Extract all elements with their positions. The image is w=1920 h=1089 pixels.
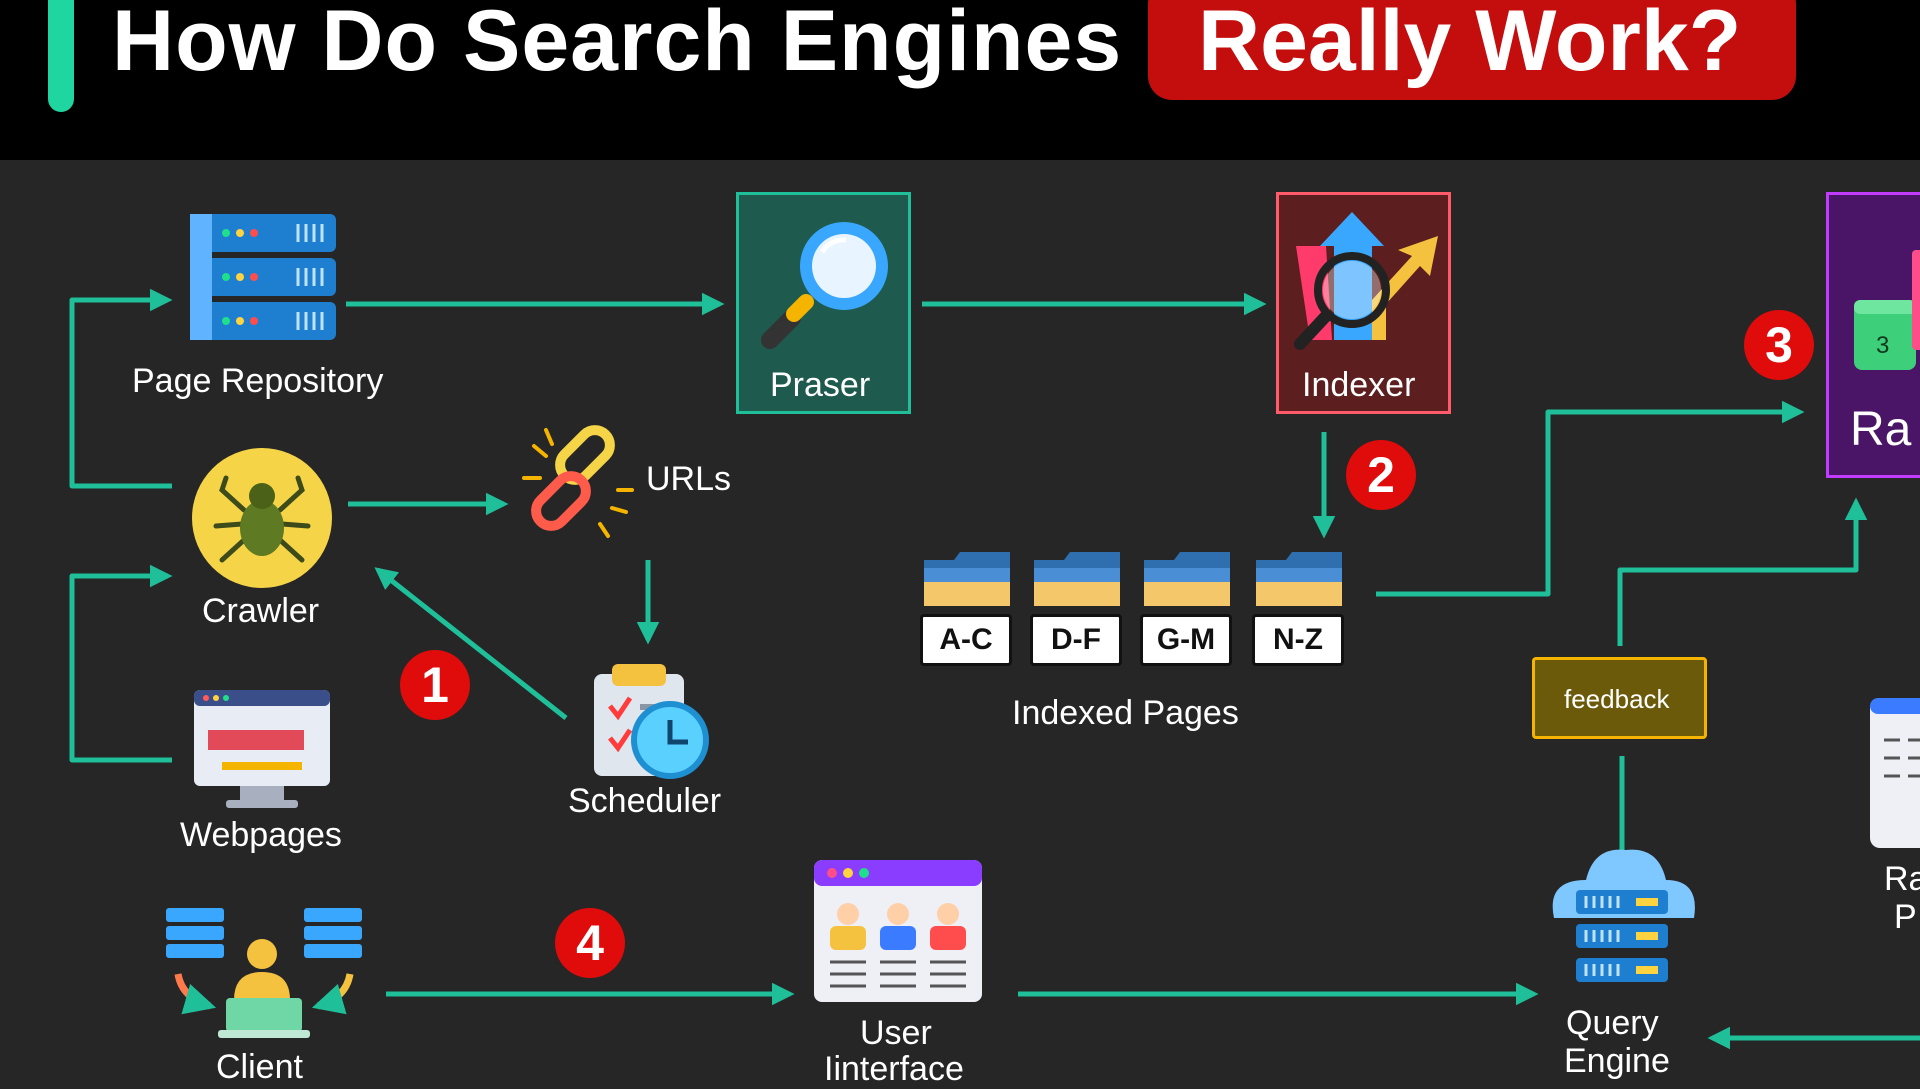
step-badge-2: 2 [1346,440,1416,510]
index-tab-g-m: G-M [1140,614,1232,666]
document-icon [1870,698,1920,848]
page-title: How Do Search Engines [112,0,1123,89]
arrow-crawler-to-repo [69,288,173,489]
index-tab-d-f: D-F [1030,614,1122,666]
urls-label: URLs [646,460,732,498]
query-engine-label-line2: Engine [1564,1042,1670,1080]
folder-icons [924,552,1342,606]
indexer-arrows-icon [1294,212,1438,350]
parser-label: Praser [770,366,871,404]
ranking-label-partial: Ra [1850,403,1912,456]
index-tab-a-c: A-C [920,614,1012,666]
step-badge-1: 1 [400,650,470,720]
title-accent-bar [48,0,74,112]
indexed-pages-label: Indexed Pages [1012,694,1239,732]
link-icon [522,425,634,538]
ranked-pages-label-partial-2: P [1894,898,1917,936]
arrow-scheduler-to-crawler [374,567,568,720]
user-interface-label-line1: User [860,1014,932,1052]
page-title-highlight: Really Work? [1198,0,1742,89]
crawler-label: Crawler [202,592,320,630]
ranking-icon-number: 3 [1876,332,1890,359]
scheduler-label: Scheduler [568,782,722,820]
client-user-icon [166,908,362,1038]
user-interface-icon [814,860,982,1002]
arrow-feedback-to-ranking [1617,497,1868,646]
arrow-indexed-to-ranking [1376,400,1805,597]
user-interface-label-line2: Iinterface [824,1050,964,1088]
title-highlight-badge [1148,0,1796,100]
index-tab-n-z: N-Z [1252,614,1344,666]
header-bar: How Do Search Engines Really Work? [0,0,1920,160]
magnifier-icon [761,222,888,349]
ranked-pages-label-partial-1: Ra [1884,860,1920,898]
server-stack-icon [190,214,336,340]
ranking-blocks-icon [1854,250,1920,370]
query-engine-label-line1: Query [1566,1004,1659,1042]
client-label: Client [216,1048,303,1086]
step-badge-4: 4 [555,908,625,978]
schedule-clock-icon [594,664,709,779]
spider-icon [192,448,332,588]
webpages-label: Webpages [180,816,342,854]
page-repository-label: Page Repository [132,362,384,400]
arrow-webpages-to-crawler [69,564,173,763]
cloud-server-icon [1552,849,1695,982]
indexer-label: Indexer [1302,366,1416,404]
feedback-box [1532,657,1707,739]
step-badge-3: 3 [1744,310,1814,380]
monitor-icon [194,690,330,808]
feedback-label: feedback [1564,684,1670,714]
